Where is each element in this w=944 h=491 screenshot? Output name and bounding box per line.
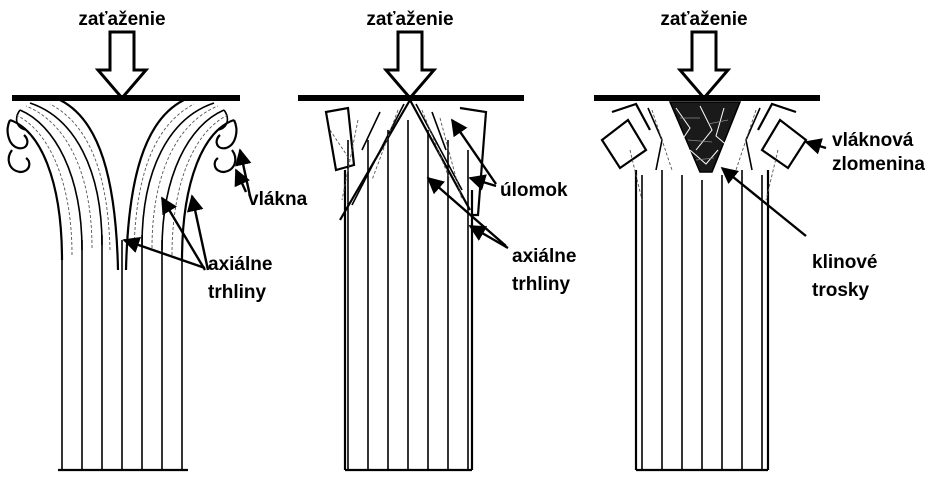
load-label-2: zaťaženie bbox=[366, 9, 453, 30]
label-trhliny-2: trhliny bbox=[512, 274, 570, 295]
load-arrow-icon-2 bbox=[382, 30, 438, 101]
pointer-arrows-1 bbox=[122, 148, 252, 271]
load-arrow-icon-1 bbox=[94, 30, 150, 101]
label-trhliny-1: trhliny bbox=[208, 282, 266, 303]
label-vlakna: vlákna bbox=[248, 189, 308, 210]
wedge-debris bbox=[668, 101, 742, 173]
specimen-body-3 bbox=[600, 101, 808, 472]
load-label-1: zaťaženie bbox=[78, 9, 165, 30]
label-vlaknova: vláknová bbox=[832, 130, 914, 151]
panel-2-shear-fragment: zaťaženie bbox=[298, 9, 576, 472]
panel-3-fiber-fracture: zaťaženie bbox=[594, 9, 925, 472]
label-trosky: trosky bbox=[812, 280, 869, 301]
label-ulomok: úlomok bbox=[500, 180, 568, 201]
specimen-body-2 bbox=[324, 99, 488, 472]
load-arrow-icon-3 bbox=[676, 30, 732, 101]
pointer-arrows-2 bbox=[426, 118, 509, 250]
label-klinove: klinové bbox=[812, 252, 877, 273]
label-axialne-2: axiálne bbox=[512, 246, 576, 267]
load-label-3: zaťaženie bbox=[660, 9, 747, 30]
label-axialne-1: axiálne bbox=[208, 254, 272, 275]
specimen-body-1 bbox=[6, 99, 238, 472]
pointer-arrows-3 bbox=[720, 138, 827, 237]
label-zlomenina: zlomenina bbox=[832, 154, 925, 175]
panel-1-fiber-splaying: zaťaženie bbox=[6, 9, 308, 472]
